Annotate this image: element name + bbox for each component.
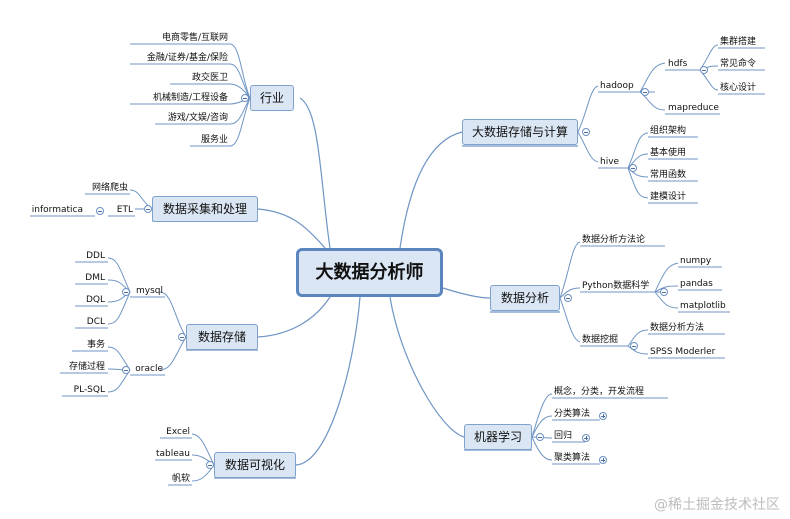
- collapse-ml-icon[interactable]: [536, 433, 544, 441]
- hive-item[interactable]: 组织架构: [650, 126, 687, 136]
- expand-regression-icon[interactable]: [582, 434, 590, 442]
- mysql-item[interactable]: DDL: [86, 251, 105, 261]
- ml-item[interactable]: 概念，分类，开发流程: [554, 387, 645, 397]
- ml-item[interactable]: 分类算法: [554, 409, 591, 419]
- oracle-item[interactable]: 存储过程: [68, 362, 105, 372]
- python-item[interactable]: matplotlib: [680, 301, 726, 311]
- industry-item[interactable]: 游戏/文娱/咨询: [167, 113, 228, 123]
- hive-item[interactable]: 基本使用: [650, 148, 687, 158]
- collapse-mining-icon[interactable]: [630, 342, 638, 350]
- visualization-item[interactable]: Excel: [166, 427, 190, 437]
- collapse-python-icon[interactable]: [660, 288, 668, 296]
- bigdata-hadoop[interactable]: hadoop: [600, 81, 634, 91]
- hadoop-hdfs[interactable]: hdfs: [668, 59, 688, 69]
- collapse-hdfs-icon[interactable]: [700, 66, 708, 74]
- mysql-item[interactable]: DCL: [86, 317, 105, 327]
- industry-item[interactable]: 金融/证券/基金/保险: [146, 53, 228, 63]
- collapse-visualization-icon[interactable]: [206, 461, 214, 469]
- watermark: @稀土掘金技术社区: [654, 497, 780, 513]
- collapse-storage-icon[interactable]: [178, 333, 186, 341]
- hdfs-item[interactable]: 常见命令: [720, 59, 757, 69]
- ml-item[interactable]: 回归: [554, 431, 573, 441]
- collapse-mysql-icon[interactable]: [122, 288, 130, 296]
- collapse-bigdata-icon[interactable]: [582, 128, 590, 136]
- analysis-mining[interactable]: 数据挖掘: [582, 335, 619, 345]
- hadoop-mapreduce[interactable]: mapreduce: [668, 103, 719, 113]
- collapse-hadoop-icon[interactable]: [641, 88, 649, 96]
- collapse-collection-icon[interactable]: [144, 205, 152, 213]
- storage-oracle[interactable]: oracle: [135, 364, 163, 374]
- analysis-python[interactable]: Python数据科学: [582, 281, 650, 291]
- central-topic[interactable]: 大数据分析师: [296, 248, 443, 297]
- hdfs-item[interactable]: 集群搭建: [720, 37, 757, 47]
- collapse-etl-icon[interactable]: [96, 207, 104, 215]
- branch-industry[interactable]: 行业: [250, 85, 294, 111]
- industry-item[interactable]: 政交医卫: [191, 73, 228, 83]
- mysql-item[interactable]: DQL: [85, 295, 105, 305]
- python-item[interactable]: numpy: [680, 256, 712, 266]
- collapse-analysis-icon[interactable]: [564, 294, 572, 302]
- branch-data-visualization[interactable]: 数据可视化: [214, 452, 296, 478]
- industry-item[interactable]: 机械制造/工程设备: [152, 93, 228, 103]
- collection-item[interactable]: ETL: [116, 205, 133, 215]
- collapse-oracle-icon[interactable]: [122, 366, 130, 374]
- branch-data-analysis[interactable]: 数据分析: [490, 285, 560, 311]
- collection-item[interactable]: informatica: [31, 205, 83, 215]
- storage-mysql[interactable]: mysql: [136, 286, 163, 296]
- oracle-item[interactable]: PL-SQL: [73, 385, 105, 395]
- branch-bigdata[interactable]: 大数据存储与计算: [462, 119, 578, 145]
- branch-data-collection[interactable]: 数据采集和处理: [152, 196, 258, 222]
- collapse-hive-icon[interactable]: [629, 164, 637, 172]
- expand-classification-icon[interactable]: [599, 412, 607, 420]
- collection-item[interactable]: 网络爬虫: [91, 183, 128, 193]
- ml-item[interactable]: 聚类算法: [554, 453, 591, 463]
- python-item[interactable]: pandas: [680, 279, 713, 289]
- expand-clustering-icon[interactable]: [599, 456, 607, 464]
- mysql-item[interactable]: DML: [85, 273, 105, 283]
- branch-data-storage[interactable]: 数据存储: [186, 324, 258, 350]
- analysis-methodology[interactable]: 数据分析方法论: [582, 235, 646, 245]
- industry-item[interactable]: 电商零售/互联网: [161, 33, 228, 43]
- mining-item[interactable]: SPSS Moderler: [650, 347, 716, 357]
- hive-item[interactable]: 常用函数: [650, 170, 687, 180]
- hive-item[interactable]: 建模设计: [650, 192, 687, 202]
- branch-machine-learning[interactable]: 机器学习: [464, 424, 532, 450]
- bigdata-hive[interactable]: hive: [600, 157, 620, 167]
- visualization-item[interactable]: 帆软: [171, 474, 190, 484]
- visualization-item[interactable]: tableau: [155, 449, 190, 459]
- hdfs-item[interactable]: 核心设计: [720, 83, 757, 93]
- industry-item[interactable]: 服务业: [200, 135, 228, 145]
- mining-item[interactable]: 数据分析方法: [650, 323, 705, 333]
- collapse-industry-icon[interactable]: [241, 94, 249, 102]
- oracle-item[interactable]: 事务: [86, 340, 105, 350]
